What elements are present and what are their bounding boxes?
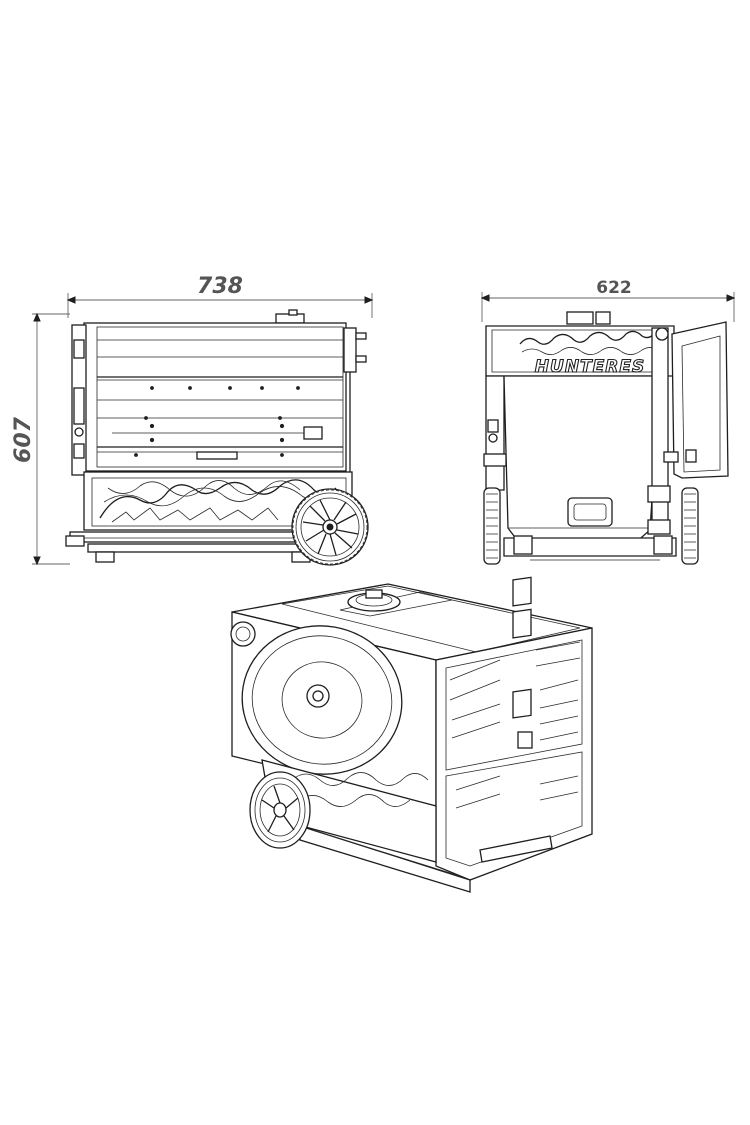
side-view-left-wheel (483, 487, 501, 565)
isometric-view-wheel (249, 771, 311, 849)
isometric-view (230, 576, 593, 893)
front-view-wheel (291, 488, 369, 566)
front-view: 738 607 (11, 274, 374, 566)
height-dimension: 607 (11, 312, 70, 566)
brand-logo: HUNTERES (535, 357, 645, 377)
width-dimension-label: 738 (197, 274, 243, 299)
side-view: 622 HUNTERES (480, 278, 736, 565)
side-view-right-wheel (681, 487, 699, 565)
depth-dimension-label: 622 (596, 278, 632, 298)
height-dimension-label: 607 (11, 416, 36, 463)
depth-dimension: 622 (480, 278, 736, 322)
width-dimension: 738 (66, 274, 374, 318)
